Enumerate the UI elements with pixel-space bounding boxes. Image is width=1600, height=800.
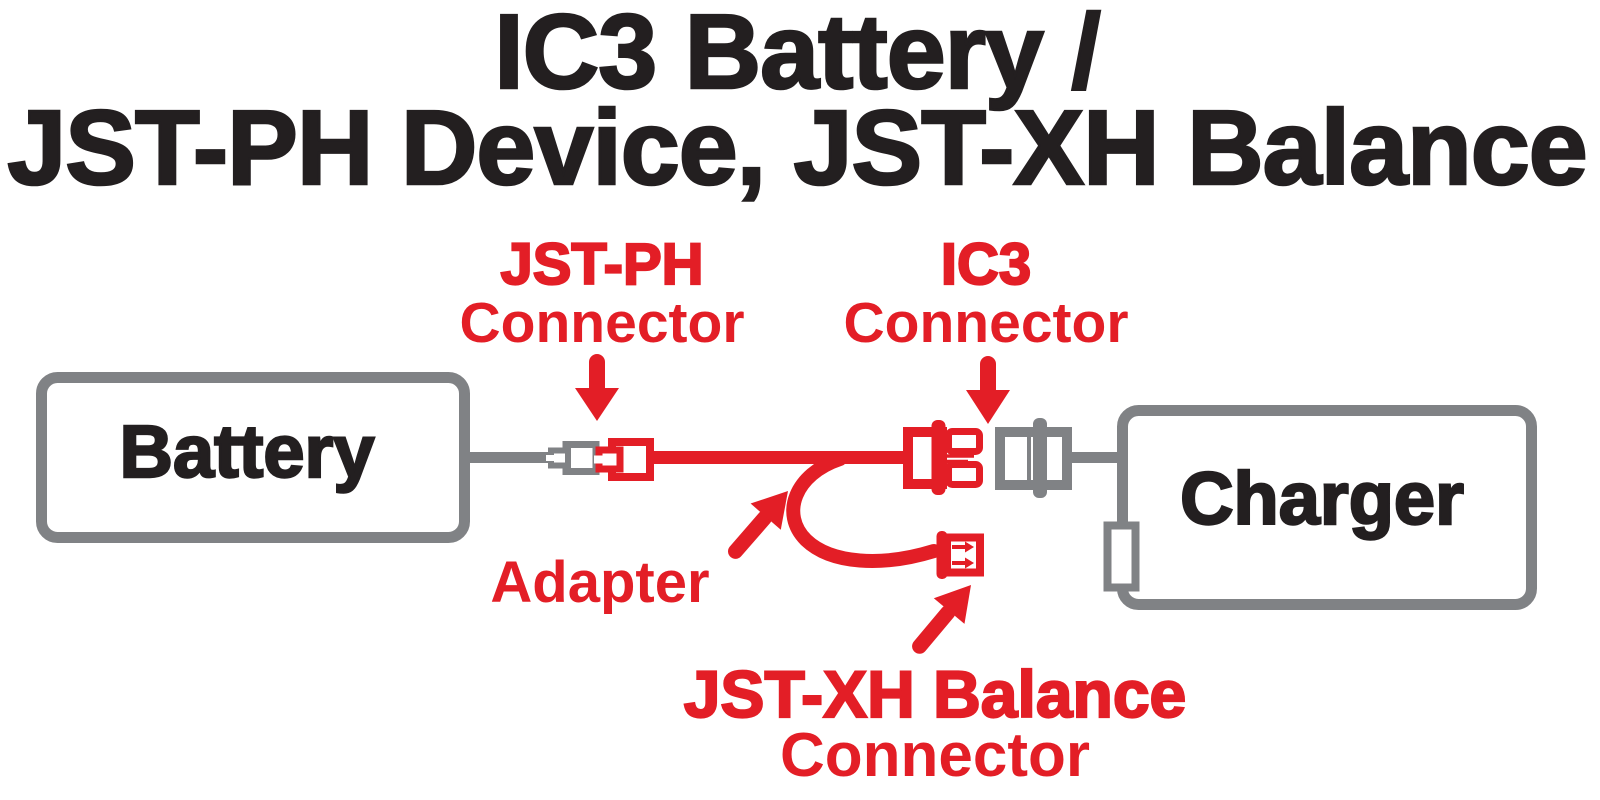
charger-balance-port <box>1103 521 1140 592</box>
ic3-socket-gray-icon <box>995 418 1072 498</box>
ic3-connector-icon <box>903 420 983 495</box>
callout-jst-xh: JST-XH Balance Connector <box>683 657 1188 790</box>
callout-jst-ph-subtitle: Connector <box>459 291 745 355</box>
adapter-pointer-arrow-icon <box>728 491 788 559</box>
callout-jst-ph: JST-PH Connector <box>459 232 745 355</box>
charger-label: Charger <box>1179 457 1465 540</box>
callout-adapter: Adapter <box>490 553 709 612</box>
callout-adapter-title: Adapter <box>490 550 710 615</box>
jst-ph-pointer-arrow-icon <box>575 354 619 421</box>
callout-jst-ph-title: JST-PH <box>499 232 704 297</box>
charger-box <box>1117 405 1537 610</box>
callout-jst-xh-title: JST-XH Balance <box>683 657 1188 731</box>
title-line-1: IC3 Battery / <box>493 0 1102 111</box>
adapter-balance-wire <box>786 452 941 568</box>
ic3-pointer-arrow-icon <box>966 356 1010 424</box>
jst-ph-connector-icon <box>594 438 654 481</box>
battery-label: Battery <box>118 410 375 493</box>
diagram-title: IC3 Battery / JST-PH Device, JST-XH Bala… <box>6 0 1589 207</box>
callout-ic3-title: IC3 <box>940 232 1032 297</box>
callout-jst-xh-subtitle: Connector <box>779 721 1090 790</box>
callout-ic3: IC3 Connector <box>843 232 1129 355</box>
jst-xh-balance-connector-icon <box>936 531 984 579</box>
title-line-2: JST-PH Device, JST-XH Balance <box>6 89 1589 207</box>
callout-ic3-subtitle: Connector <box>843 291 1129 355</box>
jst-ph-plug-gray-icon <box>546 441 600 475</box>
jst-xh-pointer-arrow-icon <box>912 585 971 654</box>
